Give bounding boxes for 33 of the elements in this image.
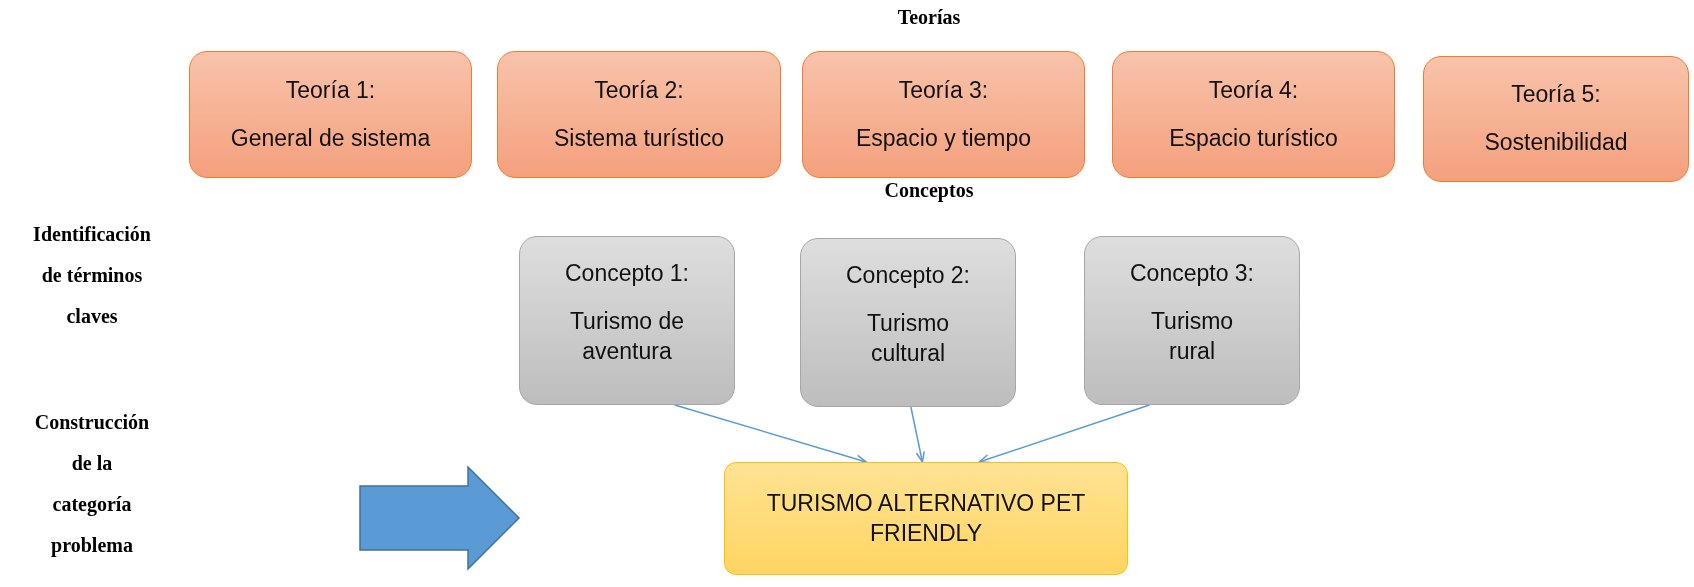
theory-box bbox=[802, 51, 1085, 178]
side-label: Construcción de la categoría problema bbox=[33, 410, 151, 559]
box-heading: Concepto 3: bbox=[1130, 259, 1254, 288]
section-heading: Conceptos bbox=[883, 178, 975, 203]
category-box bbox=[724, 462, 1128, 575]
box-text: Sostenibilidad bbox=[1484, 128, 1628, 157]
box-heading: Teoría 3: bbox=[898, 75, 989, 105]
theory-box bbox=[497, 51, 781, 178]
box-text: Espacio turístico bbox=[1169, 123, 1338, 153]
theory-box bbox=[189, 51, 472, 178]
concept-box bbox=[800, 238, 1016, 407]
box-heading: Teoría 4: bbox=[1208, 75, 1299, 105]
arrow bbox=[978, 404, 1151, 464]
concept-box bbox=[1084, 236, 1300, 405]
box-heading: Concepto 1: bbox=[565, 259, 689, 288]
box-text: Turismo de aventura bbox=[568, 306, 686, 366]
box-heading: Teoría 5: bbox=[1511, 80, 1601, 110]
theory-box bbox=[1423, 56, 1689, 182]
box-text: Sistema turístico bbox=[554, 123, 724, 153]
box-text: Espacio y tiempo bbox=[855, 123, 1032, 153]
box-text: TURISMO ALTERNATIVO PET FRIENDLY bbox=[765, 488, 1087, 548]
box-text: General de sistema bbox=[230, 123, 431, 153]
box-heading: Teoría 1: bbox=[285, 75, 376, 105]
box-text: Turismo cultural bbox=[865, 308, 951, 368]
concept-box bbox=[519, 236, 735, 405]
arrow bbox=[910, 406, 925, 463]
side-label: Identificación de términos claves bbox=[32, 222, 152, 329]
section-heading: Teorías bbox=[896, 5, 962, 30]
arrow bbox=[674, 404, 867, 464]
box-heading: Concepto 2: bbox=[846, 261, 970, 290]
box-text: Turismo rural bbox=[1149, 306, 1235, 366]
theory-box bbox=[1112, 51, 1395, 178]
box-heading: Teoría 2: bbox=[594, 75, 684, 105]
